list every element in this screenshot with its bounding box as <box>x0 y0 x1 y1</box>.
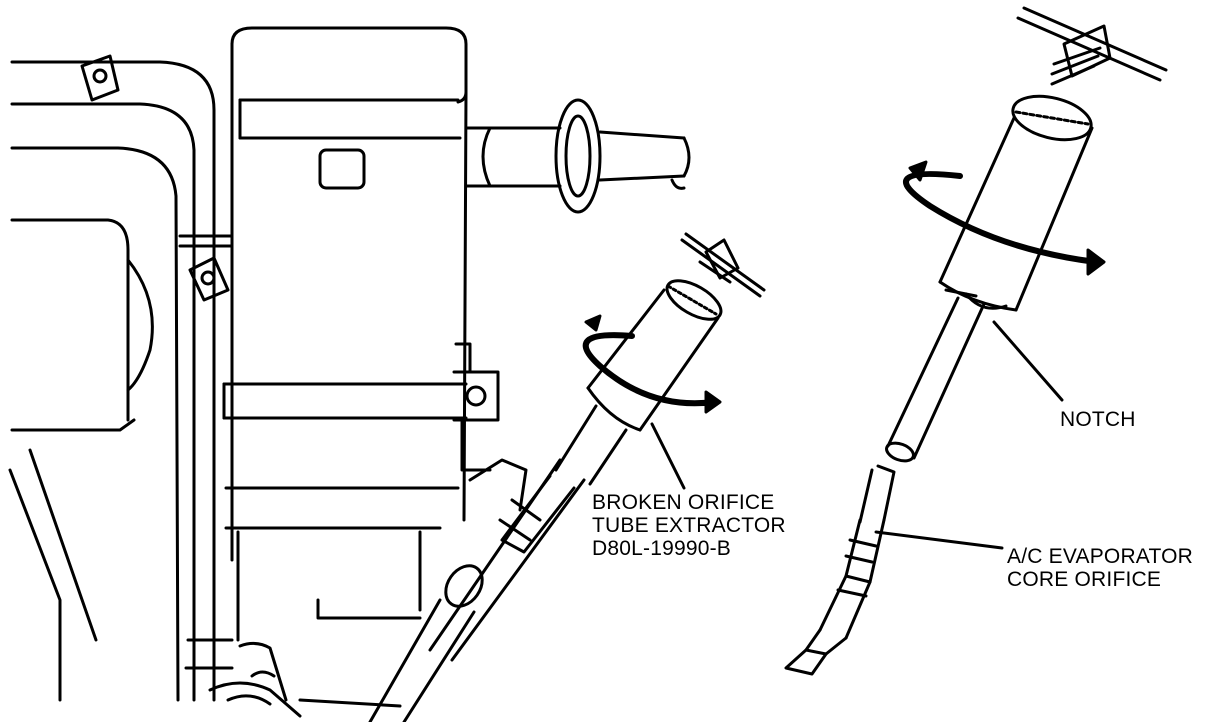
extractor-tool-installed <box>368 232 766 722</box>
orifice-leader-line <box>874 530 1004 550</box>
extractor-label-line1: BROKEN ORIFICE <box>592 491 775 514</box>
notch-label-text: NOTCH <box>1060 408 1136 431</box>
orifice-tube-part <box>784 464 896 676</box>
extractor-label: BROKEN ORIFICE TUBE EXTRACTOR D80L-19990… <box>592 491 786 560</box>
outlet-pipe <box>464 98 691 214</box>
extractor-label-line3: D80L-19990-B <box>592 537 731 560</box>
extractor-label-line2: TUBE EXTRACTOR <box>592 514 786 537</box>
extractor-leader-line <box>650 422 686 490</box>
orifice-label-line2: CORE ORIFICE <box>1007 568 1162 591</box>
orifice-label-line1: A/C EVAPORATOR <box>1007 545 1194 568</box>
engine-compartment-panel <box>8 60 234 702</box>
lower-hoses <box>208 641 402 718</box>
strap-bracket <box>452 342 528 512</box>
orifice-label: A/C EVAPORATOR CORE ORIFICE <box>1007 545 1193 591</box>
extractor-tool-detail <box>885 6 1168 463</box>
hose-clamp-top <box>80 54 120 102</box>
accumulator-canister <box>222 26 468 642</box>
hose-clamp-mid <box>188 256 230 302</box>
notch-leader-line <box>992 320 1064 402</box>
notch-label: NOTCH <box>1060 408 1136 431</box>
